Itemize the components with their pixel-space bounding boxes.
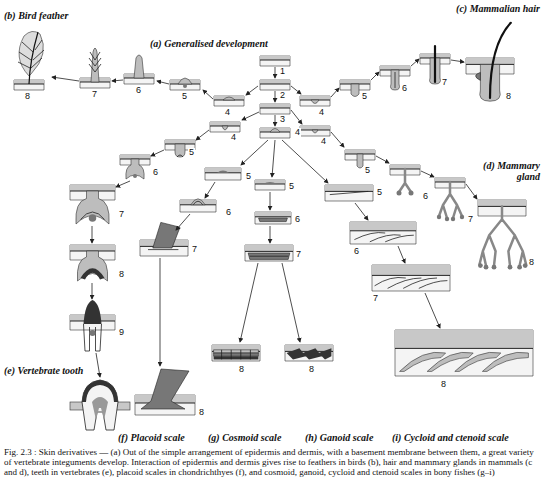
stage-number: 9 bbox=[118, 328, 125, 338]
feather-stage bbox=[14, 31, 44, 90]
stage-number: 7 bbox=[372, 294, 379, 304]
panel-label: (d) Mammary gland bbox=[476, 160, 540, 182]
panel-label: (a) Generalised development bbox=[150, 38, 268, 49]
placoid-scale bbox=[135, 369, 195, 415]
stage-number: 6 bbox=[422, 192, 429, 202]
panel-label: (h) Ganoid scale bbox=[305, 432, 373, 443]
stage-number: 4 bbox=[230, 133, 237, 143]
stage-number: 7 bbox=[295, 250, 302, 260]
stage-number: 6 bbox=[353, 247, 360, 257]
stage-number: 8 bbox=[198, 408, 205, 418]
stage-number: 6 bbox=[152, 168, 159, 178]
stage-number: 7 bbox=[467, 215, 474, 225]
stage-number: 5 bbox=[364, 166, 371, 176]
tooth-stage bbox=[70, 245, 115, 281]
feather-stage bbox=[170, 78, 200, 90]
gland-stage bbox=[390, 165, 420, 196]
stage-number: 7 bbox=[191, 245, 198, 255]
stage-number: 5 bbox=[288, 182, 295, 192]
stage-number: 4 bbox=[294, 128, 301, 138]
stage-number: 3 bbox=[279, 115, 286, 125]
stage-number: 5 bbox=[376, 188, 383, 198]
stage-number: 7 bbox=[441, 78, 448, 88]
stage-number: 6 bbox=[294, 215, 301, 225]
stage-number: 4 bbox=[318, 108, 325, 118]
stage-number: 7 bbox=[118, 210, 125, 220]
cycloid-scale bbox=[395, 330, 533, 376]
skin-panel bbox=[260, 56, 290, 66]
tooth-stage bbox=[70, 185, 115, 224]
scale-stage bbox=[255, 212, 291, 224]
gland-stage bbox=[300, 126, 330, 136]
skin-panel bbox=[260, 104, 290, 114]
stage-number: 8 bbox=[238, 365, 245, 375]
feather-stage bbox=[124, 55, 154, 84]
panel-label: (g) Cosmoid scale bbox=[208, 432, 281, 443]
panel-label: (f) Placoid scale bbox=[118, 432, 185, 443]
stage-number: 6 bbox=[225, 208, 232, 218]
hair-stage bbox=[466, 23, 514, 101]
feather-stage bbox=[80, 48, 110, 88]
skin-panel bbox=[260, 128, 290, 138]
stage-number: 8 bbox=[24, 92, 31, 102]
tooth-stage bbox=[165, 140, 195, 157]
tooth-stage bbox=[120, 155, 150, 179]
stage-number: 1 bbox=[279, 67, 286, 77]
stage-number: 5 bbox=[181, 92, 188, 102]
stage-number: 4 bbox=[320, 137, 327, 147]
stage-number: 4 bbox=[224, 108, 231, 118]
placoid-stage bbox=[205, 168, 241, 180]
stage-number: 2 bbox=[279, 91, 286, 101]
scale-stage bbox=[255, 180, 285, 190]
development-arrows bbox=[52, 59, 477, 377]
stage-number: 5 bbox=[245, 172, 252, 182]
stage-number: 8 bbox=[505, 92, 512, 102]
panel-label: (c) Mammalian hair bbox=[456, 3, 540, 14]
skin-panel bbox=[260, 80, 290, 90]
scale-stage bbox=[372, 265, 450, 291]
stage-number: 8 bbox=[440, 380, 447, 390]
tooth-stage bbox=[70, 300, 115, 351]
feather-stage bbox=[214, 96, 244, 106]
panel-label: (b) Bird feather bbox=[4, 10, 68, 21]
gland-stage bbox=[478, 200, 528, 270]
scale-stage bbox=[245, 245, 293, 261]
scale-stage bbox=[350, 222, 416, 244]
stage-number: 8 bbox=[308, 365, 315, 375]
figure-caption: Fig. 2.3 : Skin derivatives — (a) Out of… bbox=[4, 447, 542, 477]
placoid-stage bbox=[140, 222, 188, 256]
placoid-stage bbox=[180, 199, 216, 212]
cosmoid-scale bbox=[212, 345, 260, 361]
stage-number: 5 bbox=[188, 148, 195, 158]
panel-label: (e) Vertebrate tooth bbox=[4, 365, 83, 376]
stage-number: 6 bbox=[401, 84, 408, 94]
stage-number: 7 bbox=[91, 90, 98, 100]
stage-number: 8 bbox=[528, 258, 535, 268]
tooth-figure bbox=[70, 380, 130, 430]
scale-stage bbox=[325, 185, 373, 201]
hair-stage bbox=[300, 96, 330, 106]
gland-stage bbox=[435, 178, 465, 221]
stage-number: 5 bbox=[361, 92, 368, 102]
ganoid-scale bbox=[285, 345, 333, 361]
panel-label: (i) Cycloid and ctenoid scale bbox=[392, 432, 509, 443]
tooth-stage bbox=[210, 122, 240, 132]
stage-number: 8 bbox=[118, 270, 125, 280]
stage-number: 6 bbox=[135, 86, 142, 96]
